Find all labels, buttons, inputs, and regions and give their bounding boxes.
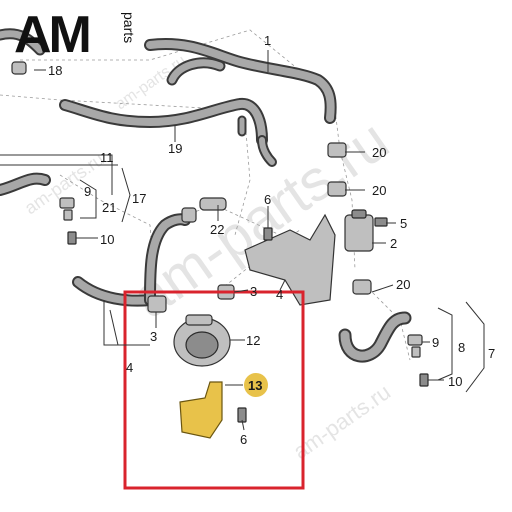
callout-7: 7: [488, 346, 495, 361]
leader-lines: [0, 50, 485, 431]
callout-2: 2: [390, 236, 397, 251]
clamp-20-lower: [352, 279, 372, 295]
highlight-frame: [123, 290, 305, 490]
clip-22: [181, 197, 227, 223]
callout-labels: 1 18 19 11 17 21 9 10 22 6 20 20 5 2 20 …: [48, 33, 495, 447]
callout-19: 19: [168, 141, 182, 156]
callout-3: 3: [150, 329, 157, 344]
callout-21: 21: [102, 200, 116, 215]
bracket-4-center: [244, 213, 336, 306]
callout-18: 18: [48, 63, 62, 78]
clamp-3-lower: [147, 295, 167, 313]
bracket-13: [179, 381, 223, 439]
callout-11: 11: [100, 150, 114, 165]
hose-top-left: [0, 28, 46, 56]
bolt-10-right: [419, 373, 429, 387]
bolt-6-upper: [263, 227, 273, 241]
callout-12: 12: [246, 333, 260, 348]
clamp-18: [11, 61, 27, 75]
callout-13: 13: [248, 378, 262, 393]
hose-4-left: [72, 213, 191, 307]
hose-19: [59, 97, 277, 167]
callout-9: 9: [84, 184, 91, 199]
callout-4: 4: [276, 287, 283, 302]
connector-9-right: [407, 334, 423, 358]
logo-brand-text: AM: [14, 6, 89, 64]
callout-20: 20: [396, 277, 410, 292]
callout-13-badge: [244, 373, 268, 397]
callout-8: 8: [458, 340, 465, 355]
callout-4: 4: [126, 360, 133, 375]
callout-20: 20: [372, 145, 386, 160]
pump-12: [173, 314, 231, 367]
watermark-text: am-parts.ru: [113, 52, 190, 113]
callout-17: 17: [132, 191, 146, 206]
callout-10: 10: [100, 232, 114, 247]
callout-20: 20: [372, 183, 386, 198]
callout-3: 3: [250, 284, 257, 299]
am-parts-logo: AM parts: [14, 6, 137, 64]
hose-left-17: [0, 172, 51, 196]
callout-5: 5: [400, 216, 407, 231]
callout-6: 6: [264, 192, 271, 207]
connector-21: [59, 197, 75, 221]
hose-7-right: [338, 311, 412, 363]
bolt-10-left: [67, 231, 77, 245]
clamp-20-upper: [327, 142, 347, 158]
watermark-text: am-parts.ru: [289, 379, 395, 464]
callout-10: 10: [448, 374, 462, 389]
bolt-5: [374, 217, 388, 227]
logo-suffix-text: parts: [121, 12, 137, 43]
hose-1-top: [144, 38, 337, 124]
callout-22: 22: [210, 222, 224, 237]
bolt-6-lower: [237, 407, 247, 423]
callout-1: 1: [264, 33, 271, 48]
callout-6: 6: [240, 432, 247, 447]
callout-9: 9: [432, 335, 439, 350]
clamp-20-middle: [327, 181, 347, 197]
valve-2: [344, 209, 374, 252]
